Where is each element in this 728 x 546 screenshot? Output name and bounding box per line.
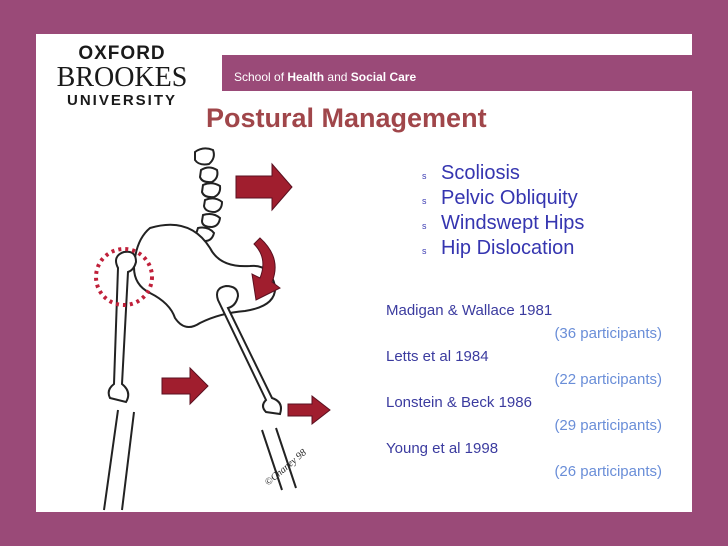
- logo-line-1: OXFORD: [78, 43, 166, 64]
- logo-line-3: UNIVERSITY: [66, 92, 177, 109]
- reference-name: Letts et al 1984: [386, 348, 489, 365]
- bullet-marker: s: [422, 171, 427, 181]
- right-femur: [216, 284, 282, 416]
- bullet-marker: s: [422, 196, 427, 206]
- arrows: [161, 162, 331, 426]
- reference-list: Madigan & Wallace 1981 (36 participants)…: [386, 302, 662, 486]
- right-arrow-left-knee: [161, 366, 209, 406]
- bullet-marker: s: [422, 246, 427, 256]
- reference-name: Madigan & Wallace 1981: [386, 302, 553, 319]
- reference-name: Young et al 1998: [386, 440, 499, 457]
- curved-arrow-pelvis: [251, 237, 281, 301]
- reference-participants: (36 participants): [554, 325, 662, 342]
- left-femur: [107, 250, 138, 404]
- left-tibia: [103, 409, 135, 511]
- reference-participants: (22 participants): [554, 371, 662, 388]
- slide-title: Postural Management: [206, 103, 487, 133]
- hip-highlight-circle: [94, 247, 154, 307]
- right-arrow-right-knee: [287, 394, 331, 426]
- bullet-marker: s: [422, 221, 427, 231]
- reference-participants: (29 participants): [554, 417, 662, 434]
- reference-name: Lonstein & Beck 1986: [386, 394, 532, 411]
- logo-line-2: BROOKES: [56, 62, 188, 93]
- reference-participants: (26 participants): [554, 463, 662, 480]
- right-arrow-spine: [235, 162, 293, 212]
- school-label: School of Health and Social Care: [234, 70, 417, 84]
- university-logo: OXFORD BROOKES UNIVERSITY: [52, 44, 192, 110]
- right-tibia: [261, 427, 297, 491]
- school-banner: [222, 55, 692, 91]
